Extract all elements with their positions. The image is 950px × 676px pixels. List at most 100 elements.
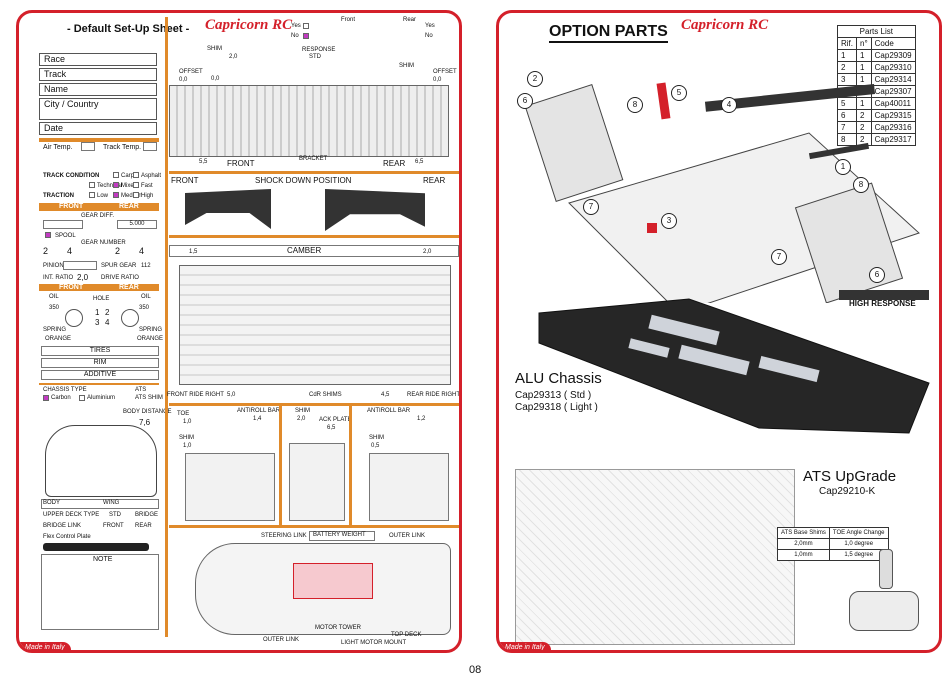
cell: 8: [837, 133, 857, 146]
divider-8: [169, 525, 459, 528]
low-checkbox[interactable]: [89, 192, 95, 198]
gear-number-2: 4: [67, 246, 73, 256]
shim-center-value: 2,0: [297, 416, 306, 422]
spool-checkbox[interactable]: [45, 232, 51, 238]
shim-rear-value: 0,5: [371, 443, 380, 449]
tires-field[interactable]: TIRES: [41, 346, 159, 356]
rear-arm-drawing: [325, 189, 425, 231]
high-checkbox[interactable]: [133, 192, 139, 198]
name-field[interactable]: Name: [39, 83, 157, 96]
yes-label: Yes: [291, 23, 301, 29]
rear-bracket-label: REAR: [383, 159, 406, 168]
yes-checkbox[interactable]: [303, 23, 309, 29]
brand-logo: Capricorn RC: [205, 17, 293, 33]
wing-label: WING: [103, 500, 120, 506]
carbon-label: Carbon: [51, 395, 71, 401]
cell: 5: [837, 97, 857, 110]
parts-list-title: Parts List: [837, 25, 916, 38]
rear-ride-right-label: REAR RIDE RIGHT: [407, 392, 461, 398]
camber-label: CAMBER: [287, 246, 322, 255]
callout-4: 4: [721, 97, 737, 113]
technical-checkbox[interactable]: [89, 182, 95, 188]
callout-2: 2: [527, 71, 543, 87]
std-label: STD: [109, 512, 121, 518]
outer-link-bottom-label: OUTER LINK: [263, 637, 300, 643]
rim-field[interactable]: RIM: [41, 358, 159, 368]
shim-rear-label: SHIM: [399, 63, 414, 69]
option-parts-title: OPTION PARTS: [549, 23, 668, 43]
callout-6: 6: [517, 93, 533, 109]
body-wing-row[interactable]: [41, 499, 159, 509]
cell: 7: [837, 121, 857, 134]
top-deck-label: TOP DECK: [391, 632, 422, 638]
additive-field[interactable]: ADDITIVE: [41, 370, 159, 380]
offset-rear-label: OFFSET: [433, 69, 457, 75]
track-temp-input[interactable]: [143, 142, 157, 151]
bridge-label: BRIDGE: [135, 512, 159, 518]
int-ratio-label: INT. RATIO: [43, 275, 74, 281]
callout-5: 5: [671, 85, 687, 101]
shock-front-label: FRONT: [171, 176, 199, 185]
hole-4: 4: [105, 318, 110, 327]
outer-link-label: OUTER LINK: [389, 533, 426, 539]
no-checkbox[interactable]: [303, 33, 309, 39]
divider: [39, 138, 159, 142]
race-field[interactable]: Race: [39, 53, 157, 66]
carpet-checkbox[interactable]: [113, 172, 119, 178]
fast-checkbox[interactable]: [133, 182, 139, 188]
made-in-italy-badge-right: Made in Italy: [499, 642, 551, 650]
hole-label: HOLE: [93, 296, 110, 302]
spring-front-value: ORANGE: [45, 336, 72, 342]
gear-diff-label: GEAR DIFF.: [81, 213, 115, 219]
medium-checkbox[interactable]: [113, 192, 119, 198]
air-temp-input[interactable]: [81, 142, 95, 151]
mixed-checkbox[interactable]: [113, 182, 119, 188]
column-divider: [165, 17, 168, 637]
light-motor-mount-label: LIGHT MOTOR MOUNT: [341, 640, 407, 646]
battery-weight-box: [309, 531, 375, 541]
setup-sheet-title: - Default Set-Up Sheet -: [67, 23, 190, 35]
gear-diff-front[interactable]: [43, 220, 83, 229]
divider-4: [169, 235, 459, 238]
carpet-label: Carpet: [121, 173, 140, 179]
city-field[interactable]: City / Country: [39, 98, 157, 120]
track-condition-label: TRACK CONDITION: [43, 173, 100, 179]
spool-label: SPOOL: [55, 233, 76, 239]
rear-bracket-value: 6,5: [415, 159, 424, 165]
option-parts-page: OPTION PARTS Capricorn RC Parts List Rif…: [496, 10, 942, 653]
offset-rear-value: 0,0: [433, 77, 442, 83]
hole-2: 2: [105, 308, 110, 317]
gear-number-3: 2: [115, 246, 121, 256]
front-rear-bar-2: [39, 284, 159, 291]
carbon-checkbox[interactable]: [43, 395, 49, 401]
pinion-input[interactable]: [63, 261, 97, 270]
spring-rear-value: ORANGE: [137, 336, 164, 342]
offset-front-label: OFFSET: [179, 69, 203, 75]
oil-front-label: OIL: [49, 294, 59, 300]
callout-7b: 8: [853, 177, 869, 193]
front-bracket-value: 5,5: [199, 159, 208, 165]
divider-2: [39, 383, 159, 385]
front-rear-bar: [39, 203, 159, 211]
front-upright-drawing: [185, 453, 275, 521]
callout-3: 3: [661, 213, 677, 229]
low-label: Low: [97, 193, 109, 199]
note-box[interactable]: [41, 554, 159, 630]
toe-label: TOE: [177, 411, 190, 417]
asphalt-checkbox[interactable]: [133, 172, 139, 178]
ats-hub-drawing: [849, 591, 919, 631]
spring-rear-label: SPRING: [139, 327, 163, 333]
aluminium-checkbox[interactable]: [79, 395, 85, 401]
parts-header-rif: Rif.: [837, 37, 857, 50]
track-field[interactable]: Track: [39, 68, 157, 81]
body-front-view-drawing: [45, 425, 157, 497]
date-field[interactable]: Date: [39, 122, 157, 135]
gear-diff-rear[interactable]: 5.000: [117, 220, 157, 229]
exploded-chassis-drawing: [524, 82, 929, 303]
rear-shock-piston-icon: [121, 309, 139, 327]
